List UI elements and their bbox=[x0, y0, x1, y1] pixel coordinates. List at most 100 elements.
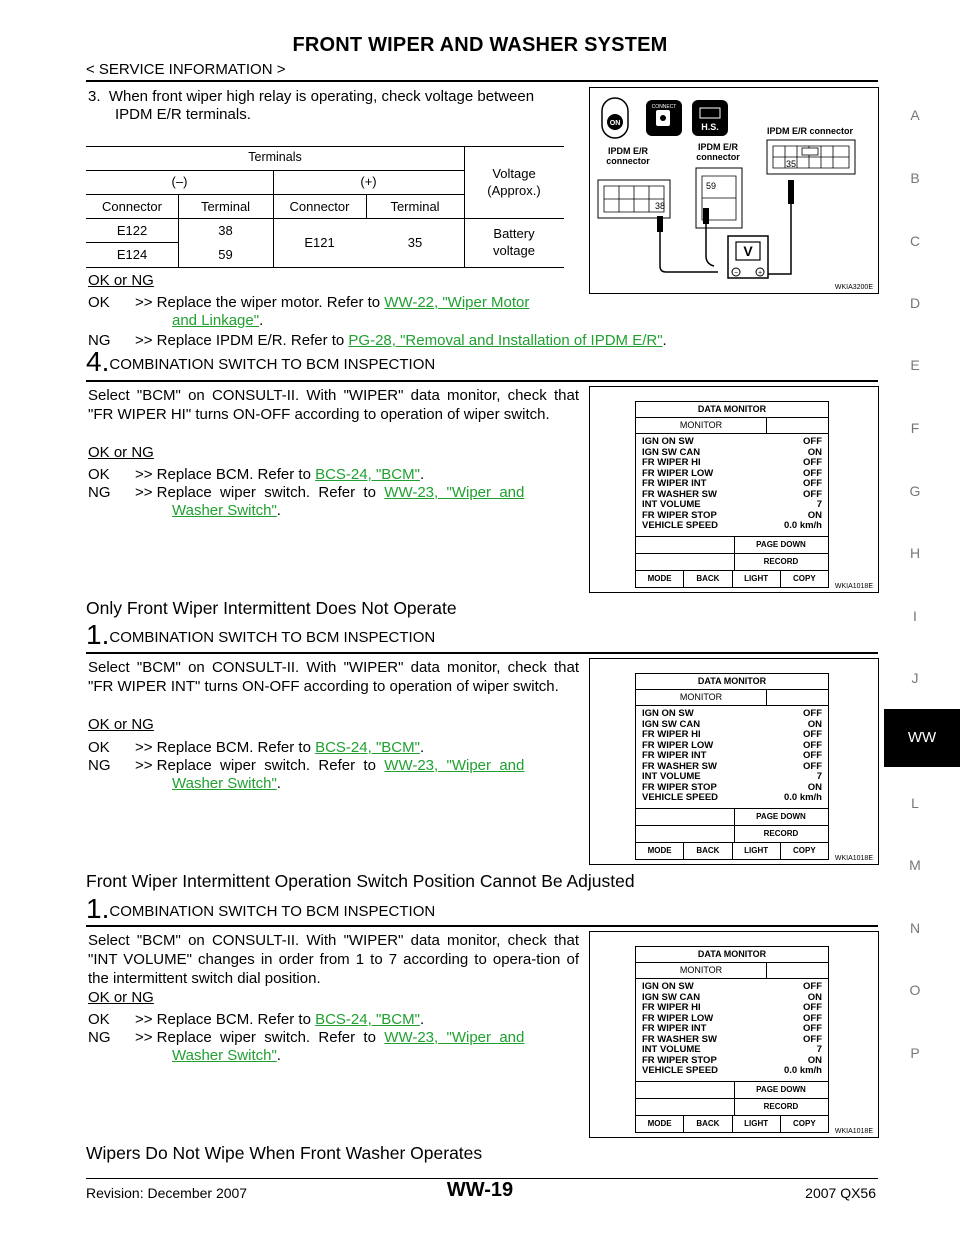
row2-connector: E124 bbox=[116, 247, 148, 262]
copy-button[interactable]: COPY bbox=[793, 845, 816, 855]
step4-ok-link[interactable]: BCS-24, "BCM" bbox=[315, 466, 420, 483]
section-b-step-number: 1. bbox=[86, 619, 110, 650]
step3-text-line2: IPDM E/R terminals. bbox=[115, 106, 251, 123]
section-c-text: Select "BCM" on CONSULT-II. With "WIPER"… bbox=[88, 932, 579, 987]
light-button[interactable]: LIGHT bbox=[733, 1115, 781, 1132]
side-index-o[interactable]: O bbox=[909, 982, 921, 998]
section-c-ng-link-cont[interactable]: Washer Switch" bbox=[172, 1047, 277, 1064]
svg-text:35: 35 bbox=[786, 159, 796, 169]
step3-ng-link[interactable]: PG-28, "Removal and Installation of IPDM… bbox=[348, 332, 663, 349]
back-button[interactable]: BACK bbox=[684, 570, 733, 587]
back-button[interactable]: BACK bbox=[684, 842, 733, 859]
section-b-ng-link-cont[interactable]: Washer Switch" bbox=[172, 775, 277, 792]
step4-ng-label: NG bbox=[88, 484, 111, 501]
copy-button[interactable]: COPY bbox=[793, 573, 816, 583]
section-c-rule bbox=[86, 925, 878, 927]
col-connector-minus: Connector bbox=[102, 199, 162, 214]
step3-ok-link-cont[interactable]: and Linkage" bbox=[172, 312, 260, 329]
record-button[interactable]: RECORD bbox=[636, 1098, 828, 1116]
step3-ok-link[interactable]: WW-22, "Wiper Motor bbox=[384, 294, 530, 311]
record-button[interactable]: RECORD bbox=[636, 825, 828, 843]
mode-button[interactable]: MODE bbox=[636, 570, 685, 587]
section-c-heading: Front Wiper Intermittent Operation Switc… bbox=[86, 871, 635, 891]
table-header-plus: (+) bbox=[360, 174, 377, 189]
step4-rule bbox=[86, 380, 878, 382]
col-terminal-minus: Terminal bbox=[200, 199, 251, 214]
step4-ng-link-cont[interactable]: Washer Switch" bbox=[172, 502, 277, 519]
section-b-ng-line2: Washer Switch". bbox=[172, 775, 281, 792]
section-b-ng-link[interactable]: WW-23, "Wiper and bbox=[384, 757, 525, 774]
side-index-m[interactable]: M bbox=[909, 857, 921, 873]
step4-ng-line: >> Replace wiper switch. Refer to WW-23,… bbox=[135, 483, 579, 502]
svg-text:connector: connector bbox=[606, 156, 650, 166]
section-c-ok-link[interactable]: BCS-24, "BCM" bbox=[315, 1011, 420, 1028]
light-button[interactable]: LIGHT bbox=[733, 842, 781, 859]
section-b-text: Select "BCM" on CONSULT-II. With "WIPER"… bbox=[88, 659, 579, 695]
side-index-l[interactable]: L bbox=[911, 795, 919, 811]
terminal-table: Terminals (–) (+) Voltage (Approx.) Conn… bbox=[86, 146, 564, 268]
svg-text:38: 38 bbox=[655, 201, 665, 211]
step4-ok-label: OK bbox=[88, 466, 110, 483]
record-button[interactable]: RECORD bbox=[636, 553, 828, 571]
col-terminal-plus: Terminal bbox=[390, 199, 440, 214]
monitor-header: MONITOR bbox=[636, 963, 828, 979]
step4-ok-line: >> Replace BCM. Refer to BCS-24, "BCM". bbox=[135, 466, 425, 483]
section-b-step-title: COMBINATION SWITCH TO BCM INSPECTION bbox=[109, 629, 436, 646]
side-index-h[interactable]: H bbox=[909, 545, 921, 561]
ipdm-voltage-figure: ON CONNECT H.S. IPDM E/R connector IPDM … bbox=[589, 87, 879, 294]
side-index-i[interactable]: I bbox=[913, 608, 917, 624]
side-index-g[interactable]: G bbox=[909, 483, 921, 499]
svg-text:connector: connector bbox=[696, 152, 740, 162]
page-down-button[interactable]: PAGE DOWN bbox=[636, 808, 828, 826]
section-c-ng-line2: Washer Switch". bbox=[172, 1047, 281, 1064]
side-index-p[interactable]: P bbox=[910, 1045, 920, 1061]
section-b-ok-link[interactable]: BCS-24, "BCM" bbox=[315, 739, 420, 756]
footer-revision: Revision: December 2007 bbox=[86, 1185, 248, 1201]
page-down-button[interactable]: PAGE DOWN bbox=[636, 536, 828, 554]
section-c-ng-link[interactable]: WW-23, "Wiper and bbox=[384, 1029, 525, 1046]
side-index-j[interactable]: J bbox=[911, 670, 919, 686]
section-d-heading: Wipers Do Not Wipe When Front Washer Ope… bbox=[86, 1143, 483, 1163]
mode-button[interactable]: MODE bbox=[636, 842, 685, 859]
side-index-c[interactable]: C bbox=[909, 233, 921, 249]
step4-ng-link[interactable]: WW-23, "Wiper and bbox=[384, 484, 525, 501]
mode-button[interactable]: MODE bbox=[636, 1115, 685, 1132]
side-index-d[interactable]: D bbox=[909, 295, 921, 311]
side-index-e[interactable]: E bbox=[910, 357, 920, 373]
side-index-ww-active[interactable]: WW bbox=[884, 709, 960, 767]
side-index-b[interactable]: B bbox=[910, 170, 920, 186]
svg-text:−: − bbox=[734, 270, 738, 277]
light-button[interactable]: LIGHT bbox=[733, 570, 781, 587]
row1-connector: E122 bbox=[116, 223, 148, 238]
battery-voltage-b: voltage bbox=[493, 243, 535, 258]
side-index-a[interactable]: A bbox=[910, 107, 920, 123]
section-b-heading: Only Front Wiper Intermittent Does Not O… bbox=[86, 598, 457, 618]
step4-number: 4. bbox=[86, 346, 110, 377]
page-down-button[interactable]: PAGE DOWN bbox=[636, 1081, 828, 1099]
step4-ok-text: >> Replace BCM. Refer to bbox=[135, 466, 316, 483]
figure-id-wkia1018e: WKIA1018E bbox=[834, 855, 873, 862]
back-button[interactable]: BACK bbox=[684, 1115, 733, 1132]
battery-voltage-a: Battery bbox=[493, 226, 535, 241]
page-title: FRONT WIPER AND WASHER SYSTEM bbox=[292, 34, 668, 56]
step4-title: COMBINATION SWITCH TO BCM INSPECTION bbox=[109, 356, 436, 373]
side-index-f[interactable]: F bbox=[910, 420, 920, 436]
copy-button[interactable]: COPY bbox=[793, 1118, 816, 1128]
side-index-n[interactable]: N bbox=[909, 920, 921, 936]
